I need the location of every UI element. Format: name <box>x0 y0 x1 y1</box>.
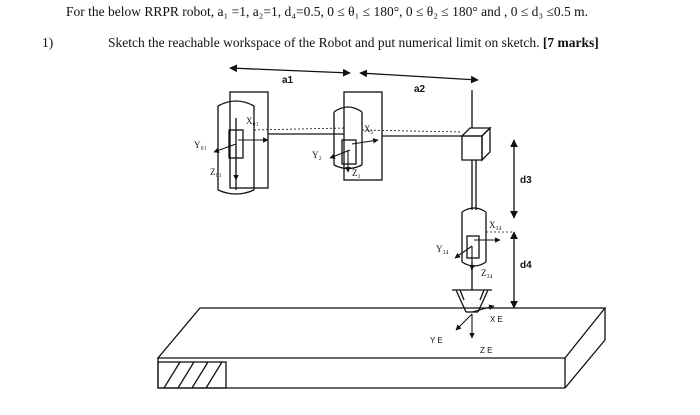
label-a1: a1 <box>282 75 294 86</box>
end-effector-gripper <box>452 289 492 313</box>
question-instruction: Sketch the reachable workspace of the Ro… <box>108 35 540 50</box>
base-platform <box>156 307 607 389</box>
label-y34: Y₃₄ <box>436 244 449 254</box>
joint-2 <box>333 91 383 181</box>
label-y2: Y₂ <box>312 150 322 160</box>
label-x01: X₀₁ <box>246 116 259 126</box>
ground-hatch <box>157 361 227 389</box>
prismatic-joint-3 <box>460 90 492 210</box>
label-d4: d4 <box>520 260 532 271</box>
label-x34: X₃₄ <box>489 220 502 230</box>
joint-1 <box>217 91 269 195</box>
label-xe: X E <box>490 315 503 324</box>
label-a2: a2 <box>414 84 426 95</box>
label-ze: Z E <box>480 346 492 355</box>
label-d3: d3 <box>520 175 532 186</box>
question-number: 1) <box>42 35 54 50</box>
question-header: For the below RRPR robot, a₁ =1, a₂=1, d… <box>66 4 588 19</box>
question-marks: [7 marks] <box>542 35 599 50</box>
question-text: Sketch the reachable workspace of the Ro… <box>108 35 599 51</box>
a2-dimension-arrow <box>359 69 479 84</box>
label-y01: Y₀₁ <box>194 140 207 150</box>
label-z34: Z₃₄ <box>481 268 493 278</box>
label-z2: Z₂ <box>352 168 361 178</box>
label-x2: X₂ <box>364 124 374 134</box>
label-ye: Y E <box>430 336 443 345</box>
label-z01: Z₀₁ <box>210 167 222 177</box>
a1-dimension-arrow <box>229 64 351 77</box>
